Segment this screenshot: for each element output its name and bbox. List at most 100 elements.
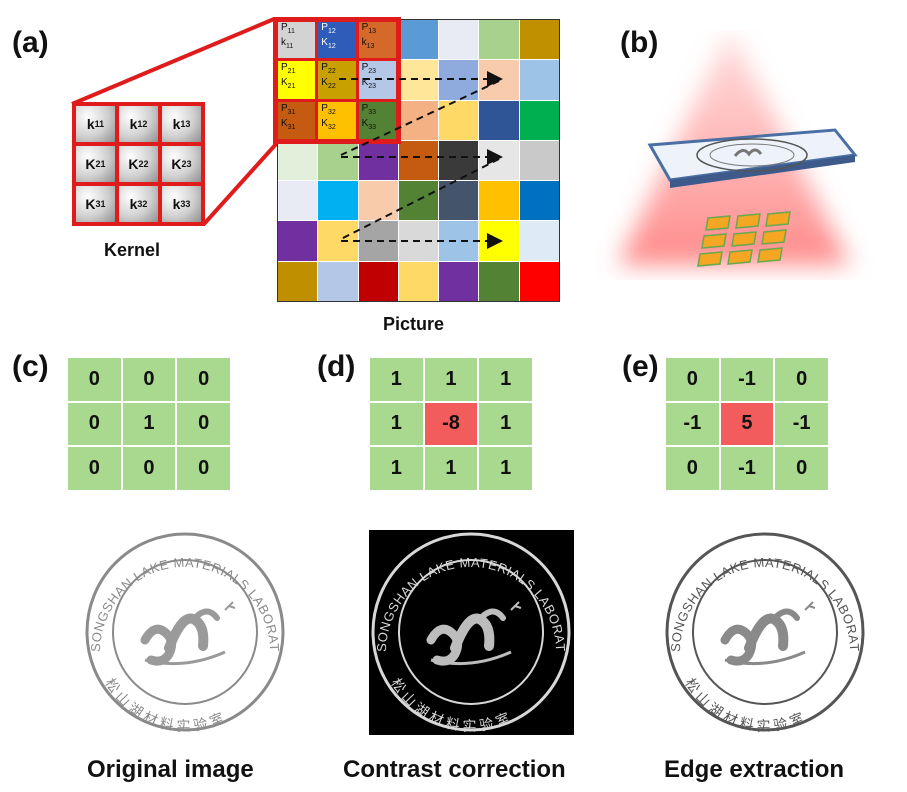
picture-pixel bbox=[519, 100, 559, 140]
kernel-cell-index: 23 bbox=[181, 159, 192, 169]
kernel-cell-index: 32 bbox=[137, 199, 148, 209]
stamp-inner-ring bbox=[692, 559, 838, 705]
matrix-cell: 1 bbox=[479, 358, 532, 401]
stamp-logo-stroke bbox=[164, 613, 209, 653]
matrix-cell: 1 bbox=[370, 402, 423, 446]
picture-pixel bbox=[439, 181, 479, 221]
stamp-ring-text: SONGSHAN LAKE MATERIALS LABORATORY bbox=[665, 528, 862, 652]
picture-pixel bbox=[318, 261, 358, 301]
matrix-cell: 0 bbox=[666, 447, 719, 490]
mask-stamp-logo bbox=[733, 148, 763, 157]
edge-caption: Edge extraction bbox=[664, 756, 845, 783]
stamp-outer-ring bbox=[371, 532, 571, 732]
contrast-caption: Contrast correction bbox=[343, 756, 566, 783]
kernel-cell-index: 11 bbox=[94, 119, 105, 129]
mask-plate-edge bbox=[670, 155, 855, 188]
kernel-cell-index: 31 bbox=[95, 199, 106, 209]
picture-pixel bbox=[358, 140, 398, 181]
stamp-inner-ring bbox=[112, 559, 258, 705]
picture-caption: Picture bbox=[383, 314, 445, 334]
picture-pixel bbox=[439, 100, 479, 140]
picture-pixel bbox=[398, 261, 439, 301]
panel-label-b: (b) bbox=[620, 26, 659, 59]
picture-pixel bbox=[439, 221, 479, 261]
panel-label-a: (a) bbox=[12, 26, 49, 59]
picture-pixel bbox=[278, 140, 318, 181]
matrix-cell: 0 bbox=[775, 358, 828, 401]
stamp-chinese-text: 松山湖材料实验室 bbox=[681, 676, 810, 735]
matrix-cell: 0 bbox=[775, 447, 828, 490]
picture-pixel bbox=[398, 100, 439, 140]
picture-pixel bbox=[398, 140, 439, 181]
kernel-cell-letter: K bbox=[128, 156, 139, 172]
matrix-cell: 5 bbox=[720, 402, 774, 446]
stamp-inner-ring bbox=[398, 559, 544, 705]
picture-pixel bbox=[479, 261, 519, 301]
light-projection-illustration bbox=[618, 30, 858, 267]
picture-pixel bbox=[519, 221, 559, 261]
picture-pixel bbox=[519, 181, 559, 221]
stamp-chinese-text: 松山湖材料实验室 bbox=[387, 676, 516, 735]
contrast-stamp-image: SONGSHAN LAKE MATERIALS LABORATORY 松山湖材料实… bbox=[371, 528, 571, 735]
stamp-logo-stroke bbox=[476, 608, 506, 623]
picture-pixel bbox=[519, 261, 559, 301]
matrix-cell: 0 bbox=[177, 447, 230, 490]
matrix-cell: -1 bbox=[720, 447, 774, 490]
kernel-cell-index: 33 bbox=[180, 199, 191, 209]
panel-label-e: (e) bbox=[622, 350, 659, 383]
picture-pixel bbox=[479, 20, 519, 60]
kernel-cell-index: 13 bbox=[180, 119, 191, 129]
matrix-cell: 1 bbox=[479, 402, 532, 446]
stamp-logo-stroke bbox=[190, 608, 220, 623]
matrix-cell: 0 bbox=[68, 402, 121, 446]
matrix-cell: 0 bbox=[177, 402, 230, 446]
stamp-logo-stroke bbox=[144, 650, 226, 666]
kernel-cell-index: 21 bbox=[95, 159, 106, 169]
stamp-logo-stroke bbox=[450, 613, 495, 653]
matrix-cell: 1 bbox=[370, 447, 423, 490]
matrix-cell: 0 bbox=[122, 447, 176, 490]
matrix-cell: -1 bbox=[666, 402, 719, 446]
picture-pixel bbox=[479, 181, 519, 221]
matrix-cell: 0 bbox=[177, 358, 230, 401]
picture-pixel bbox=[278, 181, 318, 221]
kernel-cell-letter: K bbox=[85, 156, 96, 172]
picture-pixel bbox=[519, 140, 559, 181]
stamp-logo-stroke bbox=[744, 613, 789, 653]
kernel-projection-lines bbox=[71, 17, 279, 226]
kernel-caption: Kernel bbox=[104, 240, 161, 260]
stamp-logo-bird bbox=[224, 601, 236, 611]
stamp-outer-ring bbox=[85, 532, 285, 732]
matrix-cell: -1 bbox=[775, 402, 828, 446]
matrix-cell: -8 bbox=[424, 402, 478, 446]
picture-pixel bbox=[318, 140, 358, 181]
kernel-cell-letter: k bbox=[86, 116, 95, 132]
original-stamp-image: SONGSHAN LAKE MATERIALS LABORATORY松山湖材料实… bbox=[85, 528, 285, 735]
matrix-cell: -1 bbox=[720, 358, 774, 401]
picture-pixel bbox=[398, 20, 439, 60]
mask-stamp-inner-ring bbox=[709, 143, 795, 167]
matrix-cell: 1 bbox=[424, 358, 478, 401]
picture-pixel bbox=[519, 20, 559, 60]
kernel-cell-index: 12 bbox=[137, 119, 148, 129]
matrix-cell: 0 bbox=[122, 358, 176, 401]
picture-pixel bbox=[278, 221, 318, 261]
kernel-cell-letter: k bbox=[172, 196, 181, 212]
mask-stamp-ring bbox=[696, 138, 808, 172]
stamp-logo-stroke bbox=[724, 650, 806, 666]
stamp-logo-stroke bbox=[770, 608, 800, 623]
kernel-cell-letter: K bbox=[85, 196, 96, 212]
stamp-ring-text: SONGSHAN LAKE MATERIALS LABORATORY bbox=[371, 528, 568, 652]
original-caption: Original image bbox=[87, 756, 254, 783]
stamp-logo-bird bbox=[804, 601, 816, 611]
picture-pixel bbox=[519, 60, 559, 100]
